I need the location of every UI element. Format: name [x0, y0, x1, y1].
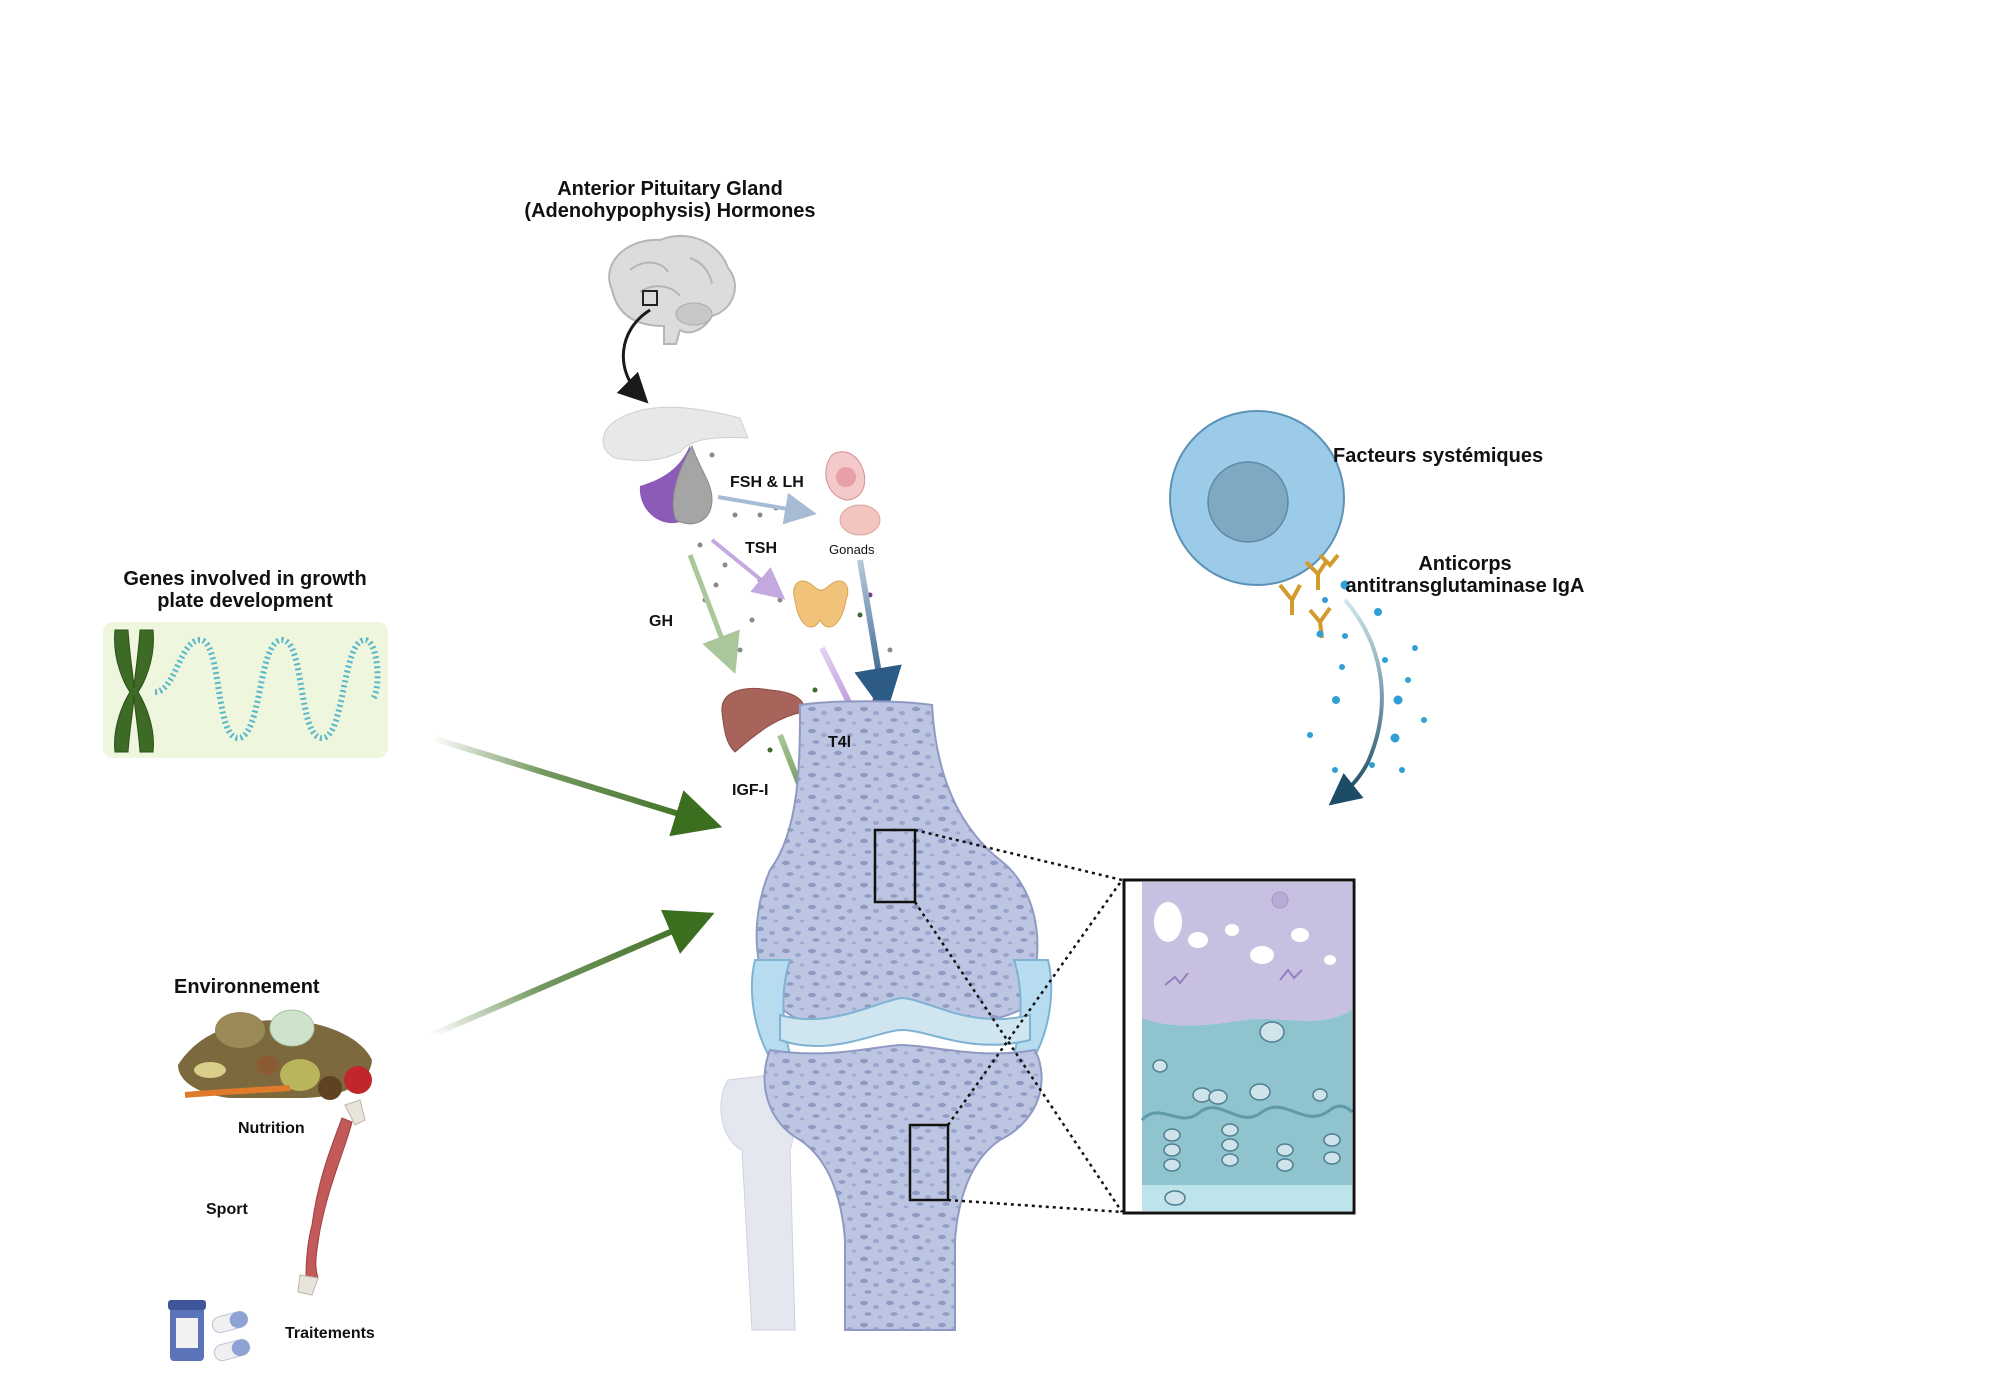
genes-title: Genes involved in growth plate developme…: [90, 568, 400, 612]
food-icon: [178, 1009, 372, 1100]
environment-label: Environnement: [174, 976, 320, 998]
inset-connector-lines: [913, 828, 1124, 1214]
nutrition-label: Nutrition: [238, 1120, 305, 1137]
fsh-lh-label: FSH & LH: [730, 474, 804, 491]
muscle-icon: [297, 1099, 366, 1296]
antibody-label: Anticorps antitransglutaminase IgA: [1335, 553, 1595, 597]
tsh-arrow: [710, 538, 786, 600]
growth-plate-inset: [1122, 878, 1356, 1215]
gonads-label: Gonads: [829, 542, 875, 557]
chromosome-icon: [114, 629, 154, 753]
thyroid-icon: [793, 580, 849, 628]
tsh-label: TSH: [745, 540, 777, 557]
capsule-icon: [211, 1310, 251, 1362]
systemic-factors-label: Facteurs systémiques: [1333, 445, 1544, 467]
gonads-bone-arrow: [854, 559, 902, 716]
cell-icon: [1169, 410, 1345, 586]
pituitary-icon: [602, 406, 749, 525]
environment-to-bone-arrow: [430, 909, 715, 1038]
genes-title-line2: plate development: [157, 590, 333, 612]
treatments-label: Traitements: [285, 1325, 375, 1342]
brain-icon: [608, 235, 736, 345]
gonads-icon: [825, 451, 881, 536]
antibody-flow-arrow: [1328, 598, 1384, 806]
brain-to-pituitary-arrow: [616, 308, 651, 404]
gh-arrow: [687, 554, 740, 675]
antibody-label-line1: Anticorps: [1418, 553, 1512, 575]
pituitary-title-line2: (Adenohypophysis) Hormones: [524, 200, 816, 222]
igf1-label: IGF-I: [732, 782, 769, 799]
pituitary-title: Anterior Pituitary Gland (Adenohypophysi…: [500, 178, 840, 222]
antibody-dots: [1307, 580, 1427, 773]
fsh-lh-arrow: [717, 492, 817, 525]
sport-label: Sport: [206, 1201, 248, 1218]
dna-strand-icon: [154, 636, 381, 742]
pituitary-title-line1: Anterior Pituitary Gland: [557, 178, 783, 200]
antibody-icon: [1278, 553, 1340, 639]
liver-icon: [721, 687, 805, 753]
pill-bottle-icon: [168, 1300, 206, 1361]
antibody-label-line2: antitransglutaminase IgA: [1345, 575, 1585, 597]
t4l-label: T4l: [828, 734, 852, 751]
genes-title-line1: Genes involved in growth: [123, 568, 367, 590]
genes-panel: [103, 622, 388, 758]
gh-label: GH: [649, 613, 673, 630]
genes-to-bone-arrow: [431, 735, 723, 837]
knee-joint-icon: [720, 700, 1053, 1331]
